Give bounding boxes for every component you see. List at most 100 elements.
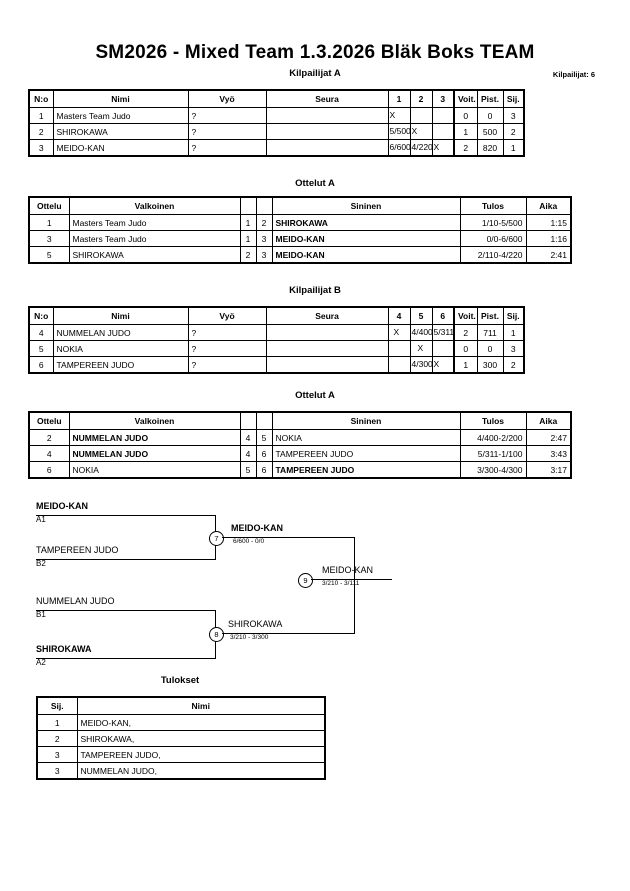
bracket-match-node-8[interactable]: 8	[209, 627, 224, 642]
cell-m3: X	[431, 139, 455, 157]
cell-m5: X	[409, 340, 433, 357]
col-pist: Pist.	[476, 306, 504, 325]
col-m6: 6	[431, 306, 455, 325]
cell-tulos: 0/0-6/600	[459, 230, 527, 247]
cell-vyo: ?	[187, 139, 267, 157]
col-no: N:o	[28, 306, 54, 325]
bracket-entry-seed-4: A2	[36, 658, 46, 667]
bracket-final-score: 3/210 - 3/111	[322, 580, 360, 587]
cell-n2: 5	[255, 429, 273, 446]
cell-nimi: MEIDO-KAN	[52, 139, 189, 157]
cell-no: 3	[28, 139, 54, 157]
cell-nimi: NOKIA	[52, 340, 189, 357]
cell-m6: X	[431, 356, 455, 374]
cell-vyo: ?	[187, 324, 267, 341]
cell-vyo: ?	[187, 107, 267, 124]
cell-m1: X	[387, 107, 411, 124]
table-row: 2 SHIROKAWA,	[36, 730, 326, 747]
cell-valkoinen: NUMMELAN JUDO	[68, 445, 241, 462]
bracket-line-entry-4	[36, 658, 216, 659]
table-row: 3 NUMMELAN JUDO,	[36, 762, 326, 780]
col-vyo: Vyö	[187, 306, 267, 325]
matches-a2-table: Ottelu Valkoinen Sininen Tulos Aika 2 NU…	[28, 411, 572, 479]
cell-m4	[387, 340, 411, 357]
bracket-semifinal-2-score: 3/210 - 3/300	[230, 634, 269, 641]
cell-voit: 0	[453, 107, 478, 124]
bracket-entry-name-3: NUMMELAN JUDO	[36, 596, 115, 606]
cell-m1: 5/500	[387, 123, 411, 140]
cell-vyo: ?	[187, 123, 267, 140]
bracket-line-entry-3	[36, 610, 216, 611]
bracket-semifinal-1-score: 6/600 - 0/0	[233, 538, 265, 545]
cell-nimi: SHIROKAWA	[52, 123, 189, 140]
cell-m2: 4/220	[409, 139, 433, 157]
bracket-join-final	[354, 537, 355, 634]
bracket-entry-name-1: MEIDO-KAN	[36, 501, 88, 511]
bracket-match-node-7[interactable]: 7	[209, 531, 224, 546]
table-row: 1 Masters Team Judo 1 2 SHIROKAWA 1/10-5…	[28, 214, 572, 231]
col-pist: Pist.	[476, 89, 504, 108]
results-caption: Tulokset	[160, 675, 200, 686]
pool-b-header-row: N:o Nimi Vyö Seura 4 5 6 Voit. Pist. Sij…	[28, 306, 525, 325]
col-m3: 3	[431, 89, 455, 108]
cell-nimi: Masters Team Judo	[52, 107, 189, 124]
pool-a-header-row: N:o Nimi Vyö Seura 1 2 3 Voit. Pist. Sij…	[28, 89, 525, 108]
cell-n2: 2	[255, 214, 273, 231]
cell-seura	[265, 107, 389, 124]
entrants-count: Kilpailijat: 6	[552, 70, 595, 79]
cell-nimi: NUMMELAN JUDO,	[76, 762, 326, 780]
cell-sij: 3	[502, 107, 525, 124]
table-row: 6 TAMPEREEN JUDO ? 4/300 X 1 300 2	[28, 356, 525, 374]
table-row: 1 Masters Team Judo ? X 0 0 3	[28, 107, 525, 124]
cell-m5: 4/300	[409, 356, 433, 374]
cell-ottelu: 2	[28, 429, 70, 446]
table-row: 4 NUMMELAN JUDO ? X 4/400 5/311 2 711 1	[28, 324, 525, 341]
cell-aika: 1:15	[525, 214, 572, 231]
cell-aika: 1:16	[525, 230, 572, 247]
bracket-match-node-9[interactable]: 9	[298, 573, 313, 588]
cell-ottelu: 3	[28, 230, 70, 247]
cell-voit: 2	[453, 139, 478, 157]
cell-m1: 6/600	[387, 139, 411, 157]
bracket-line-semifinal-2	[222, 633, 355, 634]
cell-seura	[265, 340, 389, 357]
results-table: Sij. Nimi 1 MEIDO-KAN, 2 SHIROKAWA, 3 TA…	[36, 696, 326, 780]
table-row: 1 MEIDO-KAN,	[36, 714, 326, 731]
matches-a1-table: Ottelu Valkoinen Sininen Tulos Aika 1 Ma…	[28, 196, 572, 264]
col-sij: Sij.	[502, 89, 525, 108]
cell-voit: 1	[453, 123, 478, 140]
col-nimi: Nimi	[52, 306, 189, 325]
col-voit: Voit.	[453, 306, 478, 325]
cell-aika: 3:43	[525, 445, 572, 462]
bracket-line-entry-2	[36, 559, 216, 560]
cell-seura	[265, 324, 389, 341]
cell-m6	[431, 340, 455, 357]
bracket-semifinal-1-winner: MEIDO-KAN	[231, 523, 283, 533]
col-blank1	[239, 196, 257, 215]
cell-tulos: 1/10-5/500	[459, 214, 527, 231]
col-no: N:o	[28, 89, 54, 108]
table-row: 2 NUMMELAN JUDO 4 5 NOKIA 4/400-2/200 2:…	[28, 429, 572, 446]
bracket-line-final	[320, 579, 392, 580]
cell-sininen: MEIDO-KAN	[271, 230, 461, 247]
bracket-entry-seed-3: B1	[36, 610, 46, 619]
col-seura: Seura	[265, 306, 389, 325]
cell-n2: 3	[255, 230, 273, 247]
cell-sininen: SHIROKAWA	[271, 214, 461, 231]
col-seura: Seura	[265, 89, 389, 108]
cell-sij: 1	[36, 714, 78, 731]
cell-tulos: 2/110-4/220	[459, 246, 527, 264]
cell-sij: 3	[36, 762, 78, 780]
table-row: 3 Masters Team Judo 1 3 MEIDO-KAN 0/0-6/…	[28, 230, 572, 247]
col-m5: 5	[409, 306, 433, 325]
cell-pist: 820	[476, 139, 504, 157]
bracket-entry-name-4: SHIROKAWA	[36, 644, 92, 654]
cell-m3	[431, 123, 455, 140]
col-voit: Voit.	[453, 89, 478, 108]
cell-m4	[387, 356, 411, 374]
col-valkoinen: Valkoinen	[68, 411, 241, 430]
col-aika: Aika	[525, 411, 572, 430]
col-nimi: Nimi	[52, 89, 189, 108]
cell-aika: 3:17	[525, 461, 572, 479]
cell-sij: 2	[502, 356, 525, 374]
